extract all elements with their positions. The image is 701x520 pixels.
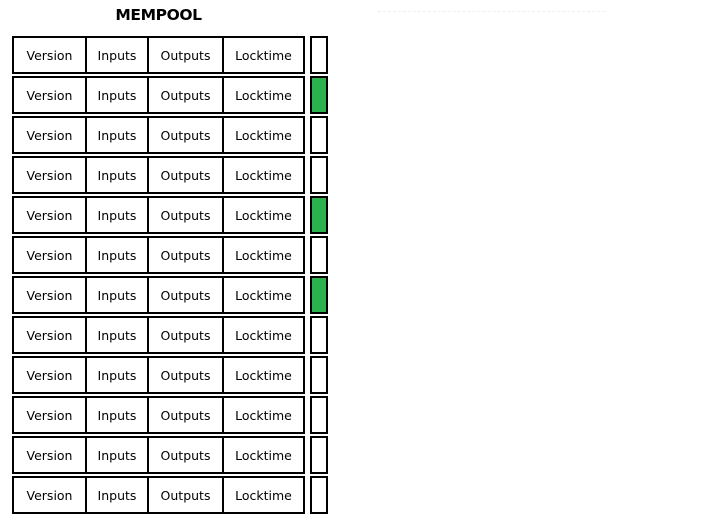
tx-cell-outputs: Outputs	[149, 318, 224, 352]
tx-cell-locktime: Locktime	[224, 238, 303, 272]
tx-cell-outputs: Outputs	[149, 118, 224, 152]
tx-cell-outputs: Outputs	[149, 78, 224, 112]
tx-cell-version: Version	[14, 78, 87, 112]
tx-cell-version: Version	[14, 318, 87, 352]
page-title: MEMPOOL	[115, 6, 202, 24]
tx-cell-inputs: Inputs	[87, 238, 149, 272]
status-badge[interactable]	[310, 196, 328, 234]
tx-cell-version: Version	[14, 38, 87, 72]
tx-cell-locktime: Locktime	[224, 478, 303, 512]
tx-cell-version: Version	[14, 278, 87, 312]
tx-cell-inputs: Inputs	[87, 318, 149, 352]
tx-cell-locktime: Locktime	[224, 438, 303, 472]
status-badge[interactable]	[310, 356, 328, 394]
tx-cell-version: Version	[14, 118, 87, 152]
tx-cell-locktime: Locktime	[224, 358, 303, 392]
tx-cell-locktime: Locktime	[224, 278, 303, 312]
status-badge[interactable]	[310, 36, 328, 74]
status-badge[interactable]	[310, 236, 328, 274]
status-badge[interactable]	[310, 476, 328, 514]
tx-cell-locktime: Locktime	[224, 78, 303, 112]
tx-cell-locktime: Locktime	[224, 318, 303, 352]
tx-cell-outputs: Outputs	[149, 358, 224, 392]
tx-cell-inputs: Inputs	[87, 38, 149, 72]
tx-cell-outputs: Outputs	[149, 238, 224, 272]
tx-cell-inputs: Inputs	[87, 198, 149, 232]
tx-cell-outputs: Outputs	[149, 398, 224, 432]
tx-cell-locktime: Locktime	[224, 198, 303, 232]
tx-cell-version: Version	[14, 398, 87, 432]
status-badge[interactable]	[310, 396, 328, 434]
tx-cell-outputs: Outputs	[149, 478, 224, 512]
tx-cell-outputs: Outputs	[149, 198, 224, 232]
tx-cell-inputs: Inputs	[87, 278, 149, 312]
tx-cell-outputs: Outputs	[149, 278, 224, 312]
tx-cell-version: Version	[14, 158, 87, 192]
status-badge[interactable]	[310, 316, 328, 354]
tx-cell-locktime: Locktime	[224, 398, 303, 432]
tx-cell-inputs: Inputs	[87, 78, 149, 112]
status-badge[interactable]	[310, 116, 328, 154]
status-badge[interactable]	[310, 276, 328, 314]
tx-cell-version: Version	[14, 238, 87, 272]
tx-cell-locktime: Locktime	[224, 158, 303, 192]
tx-cell-version: Version	[14, 478, 87, 512]
status-badge[interactable]	[310, 156, 328, 194]
status-badge[interactable]	[310, 76, 328, 114]
tx-cell-version: Version	[14, 438, 87, 472]
tx-cell-outputs: Outputs	[149, 158, 224, 192]
tx-cell-inputs: Inputs	[87, 118, 149, 152]
tx-cell-inputs: Inputs	[87, 358, 149, 392]
tx-cell-locktime: Locktime	[224, 118, 303, 152]
tx-cell-inputs: Inputs	[87, 398, 149, 432]
tx-cell-version: Version	[14, 198, 87, 232]
tx-cell-inputs: Inputs	[87, 478, 149, 512]
tx-cell-inputs: Inputs	[87, 438, 149, 472]
tx-cell-outputs: Outputs	[149, 438, 224, 472]
tx-cell-locktime: Locktime	[224, 38, 303, 72]
tx-cell-version: Version	[14, 358, 87, 392]
tx-cell-inputs: Inputs	[87, 158, 149, 192]
status-badge[interactable]	[310, 436, 328, 474]
faint-dashed-divider	[378, 11, 605, 12]
tx-cell-outputs: Outputs	[149, 38, 224, 72]
